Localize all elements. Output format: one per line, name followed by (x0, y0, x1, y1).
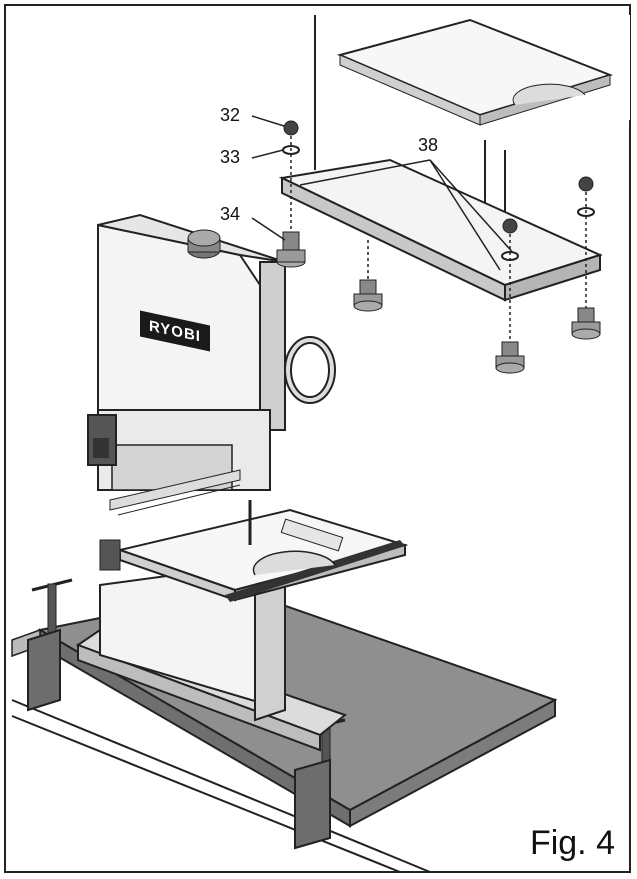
fence-rail (99, 469, 241, 571)
figure-caption: Fig. 4 (529, 824, 615, 862)
callout-32: 32 (220, 105, 241, 125)
rubber-feet (276, 231, 601, 374)
callout-38: 38 (418, 135, 439, 155)
clamp-left (27, 578, 73, 712)
foot-2 (353, 279, 383, 312)
callout-33: 33 (220, 147, 241, 167)
callout-34: 34 (220, 204, 241, 224)
foot-1 (276, 231, 306, 268)
stand-exploded-view (278, 15, 630, 302)
foot-3 (495, 341, 525, 374)
saw-table (116, 500, 409, 602)
hardware (282, 120, 595, 342)
saw-frame (87, 213, 336, 491)
foot-4 (571, 307, 601, 340)
